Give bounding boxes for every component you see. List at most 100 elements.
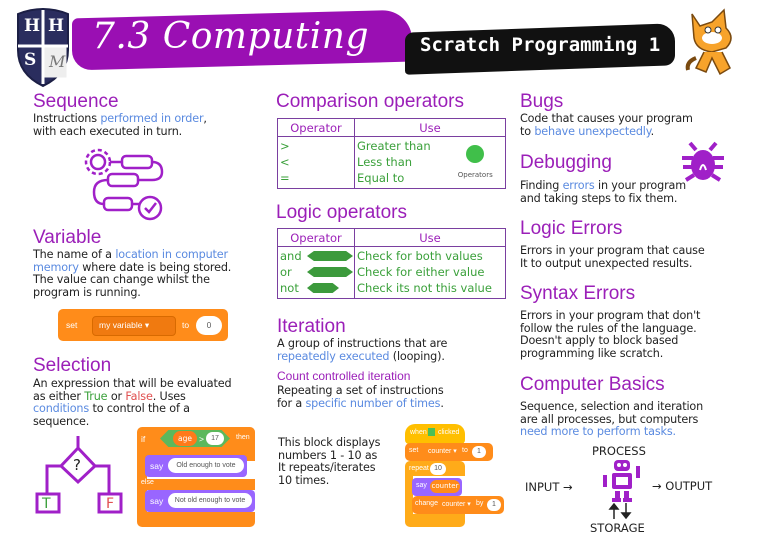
debugging-heading: Debugging [520,152,612,173]
text: numbers 1 - 10 as [278,448,378,462]
debugging-text: Finding errors in your program and takin… [520,179,760,205]
then-label: then [236,434,250,441]
op: = [280,171,290,185]
bug-icon [680,140,726,182]
and-block [307,251,353,261]
false-box: F [106,496,115,512]
text: It repeats/iterates [278,461,376,475]
else-label: else [141,479,154,486]
operators-category-icon [466,145,485,163]
repeat-label: repeat [409,465,429,472]
count-controlled-heading: Count controlled iteration [277,369,411,383]
page-title: 7.3 Computing [92,16,369,57]
change-counter-block [412,496,504,514]
use: Equal to [357,171,405,185]
syntax-errors-heading: Syntax Errors [520,283,636,304]
decision-diagram [33,436,128,516]
text: programming like scratch. [520,346,664,360]
text: sequence. [33,414,90,428]
when-flag-clicked-block [405,424,465,444]
text: Sequence, selection and iteration [520,400,704,413]
set-value: 1 [472,446,486,458]
text: , [203,112,207,125]
text: . Uses [152,389,186,403]
variable-text: The name of a location in computer memor… [33,248,273,299]
col-use: Use [354,118,506,137]
use: Greater than [357,139,431,153]
operators-label: Operators [457,171,493,179]
true-box: T [42,496,51,512]
logic-heading: Logic operators [276,202,407,223]
text: Repeating a set of instructions [277,384,444,397]
variable-name: my variable ▾ [99,320,150,330]
crest-letter: S [24,50,37,70]
bugs-heading: Bugs [520,91,564,112]
sequence-flow-icon [82,146,167,226]
text: . [650,124,655,138]
change-label: change [415,500,438,507]
say-message: Old enough to vote [168,458,244,473]
storage-arrows-icon [606,502,636,520]
text: An expression that will be evaluated [33,377,232,390]
op: or [280,265,292,279]
use: Less than [357,155,413,169]
value-input: 0 [196,316,222,335]
logic-errors-text: Errors in your program that cause It to … [520,244,760,270]
col-use: Use [354,228,506,247]
col-operator: Operator [277,228,355,247]
crest-letter: H [48,16,65,36]
crest-letter: H [24,16,41,36]
variable-heading: Variable [33,227,102,248]
text: and taking steps to fix them. [520,191,678,205]
false-label: False [125,389,153,403]
selection-heading: Selection [33,355,112,376]
text: follow the rules of the language. [520,321,697,335]
school-crest [14,6,72,88]
text: . [440,396,444,410]
op: > [280,139,290,153]
computer-basics-text: Sequence, selection and iteration are al… [520,400,760,439]
input-label: INPUT → [525,480,573,494]
highlight: memory [33,260,79,274]
bugs-text: Code that causes your program to behave … [520,112,760,138]
sequence-heading: Sequence [33,91,119,112]
text: The name of a [33,248,116,261]
text: where date is being stored. [78,260,232,274]
counter-dropdown: counter ▾ [442,501,471,508]
text: Code that causes your program [520,112,693,125]
sequence-text: Instructions performed in order, with ea… [33,112,273,138]
say-label: say [150,496,164,506]
green-flag-icon [428,428,435,436]
not-block [307,283,339,293]
text: are all processes, but computers [520,412,699,426]
say-label: say [416,482,427,489]
block-label: set [66,320,78,330]
age-value: 17 [206,432,224,445]
if-label: if [141,434,146,444]
highlight: errors [562,179,595,192]
text: as either [33,389,85,403]
highlight: conditions [33,402,90,416]
scratch-cat-icon [682,8,742,78]
variable-dropdown [92,316,176,336]
count-controlled-text: Repeating a set of instructions for a sp… [277,384,512,410]
text: for a [277,396,306,410]
by-label: by [476,500,484,507]
change-value: 1 [487,499,501,511]
say-message: Not old enough to vote [168,493,252,508]
text: Instructions [33,112,101,125]
use: Check for both values [357,249,483,263]
text: to control the of a [89,402,190,416]
set-label: set [409,447,419,454]
highlight: specific number of times [305,396,441,410]
selection-text: An expression that will be evaluated as … [33,377,273,428]
op: and [280,249,302,263]
op: < [280,155,290,169]
comparison-heading: Comparison operators [276,91,464,112]
text: 10 times. [278,473,330,487]
op: not [280,281,299,295]
computer-basics-heading: Computer Basics [520,374,665,395]
text: program is running. [33,285,141,299]
